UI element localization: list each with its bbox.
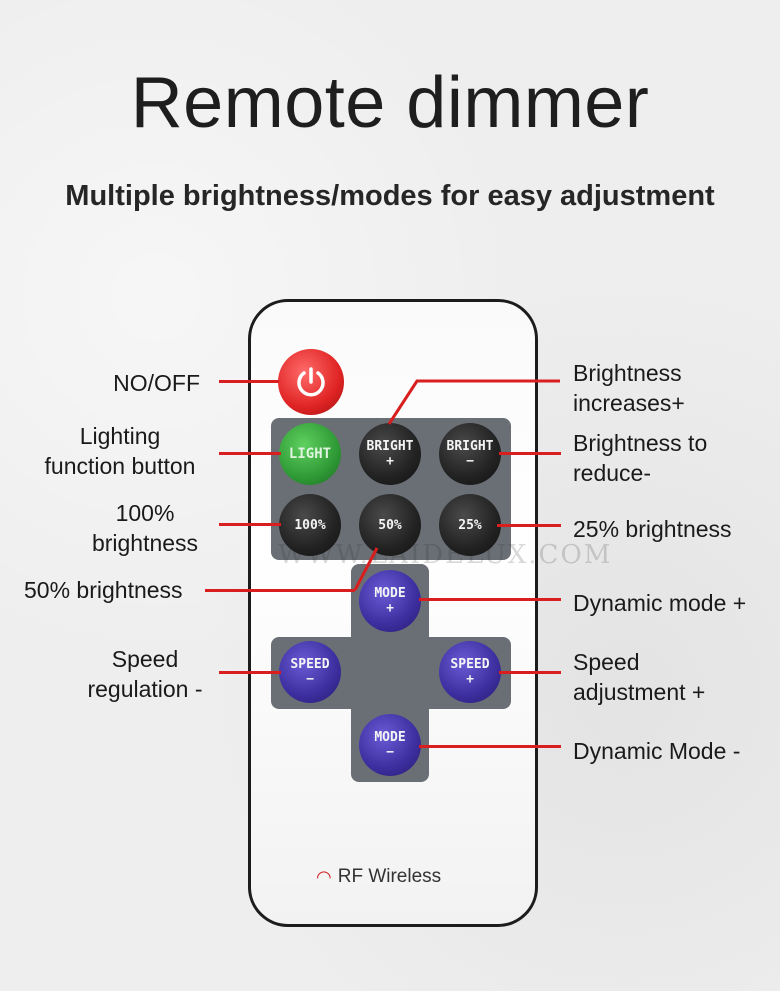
- label-100-line2: brightness: [91, 530, 199, 556]
- brightness-50-label: 50%: [378, 517, 402, 533]
- label-speed-adj-line2: adjustment +: [573, 679, 706, 705]
- label-speed-reg-line1: Speed: [111, 646, 179, 672]
- leader-line-50-horizontal: [205, 589, 355, 592]
- wireless-signal-icon: ◠: [316, 866, 332, 887]
- mode-plus-label: MODE: [374, 586, 406, 601]
- rf-wireless-label: ◠ RF Wireless: [316, 866, 441, 888]
- brightness-25-label: 25%: [458, 517, 482, 533]
- leader-line-lighting: [219, 452, 281, 455]
- label-brightness-reduce: Brightness to reduce-: [573, 428, 763, 488]
- label-bright-red-line2: reduce-: [573, 460, 651, 486]
- label-lighting-line1: Lighting: [79, 423, 161, 449]
- mode-plus-button[interactable]: MODE +: [359, 570, 421, 632]
- label-lighting: Lighting function button: [30, 421, 210, 481]
- leader-line-speed-plus: [499, 671, 561, 674]
- speed-minus-button[interactable]: SPEED −: [279, 641, 341, 703]
- leader-line-bright-reduce: [499, 452, 561, 455]
- label-brightness-increases: Brightness increases+: [573, 358, 753, 418]
- label-speed-reg-line2: regulation -: [87, 676, 203, 702]
- label-speed-adj-line1: Speed: [573, 649, 640, 675]
- brightness-100-label: 100%: [294, 517, 326, 533]
- light-button-label: LIGHT: [288, 445, 332, 462]
- label-on-off: NO/OFF: [113, 370, 200, 396]
- speed-plus-button[interactable]: SPEED +: [439, 641, 501, 703]
- label-50-brightness: 50% brightness: [24, 577, 183, 603]
- speed-plus-sign: +: [466, 672, 474, 687]
- speed-minus-label: SPEED: [290, 657, 330, 672]
- label-bright-red-line1: Brightness to: [573, 430, 708, 456]
- bright-minus-button[interactable]: BRIGHT −: [439, 423, 501, 485]
- leader-line-mode-plus: [419, 598, 561, 601]
- leader-line-speed-minus: [219, 671, 281, 674]
- bright-minus-sign: −: [466, 454, 474, 469]
- brightness-50-button[interactable]: 50%: [359, 494, 421, 556]
- mode-minus-label: MODE: [374, 730, 406, 745]
- bright-plus-button[interactable]: BRIGHT +: [359, 423, 421, 485]
- speed-minus-sign: −: [306, 672, 314, 687]
- bright-minus-label: BRIGHT: [446, 439, 494, 454]
- label-dynamic-mode-plus: Dynamic mode +: [573, 590, 747, 616]
- page-title: Remote dimmer: [130, 63, 650, 143]
- label-bright-inc-line2: increases+: [573, 390, 685, 416]
- mode-plus-sign: +: [386, 601, 394, 616]
- bright-plus-label: BRIGHT: [366, 439, 414, 454]
- label-bright-inc-line1: Brightness: [573, 360, 682, 386]
- label-100-brightness: 100% brightness: [70, 498, 220, 558]
- bright-plus-sign: +: [386, 454, 394, 469]
- label-25-brightness: 25% brightness: [573, 516, 732, 542]
- power-icon: [297, 367, 325, 397]
- mode-minus-button[interactable]: MODE −: [359, 714, 421, 776]
- leader-line-25: [497, 524, 561, 527]
- mode-minus-sign: −: [386, 745, 394, 760]
- leader-line-mode-minus: [419, 745, 561, 748]
- label-100-line1: 100%: [115, 500, 175, 526]
- leader-line-100: [219, 523, 281, 526]
- label-speed-adjustment: Speed adjustment +: [573, 647, 763, 707]
- leader-line-on-off: [219, 380, 279, 383]
- light-button[interactable]: LIGHT: [279, 423, 341, 485]
- label-dynamic-mode-minus: Dynamic Mode -: [573, 738, 741, 764]
- page-subtitle: Multiple brightness/modes for easy adjus…: [65, 180, 715, 212]
- label-lighting-line2: function button: [44, 453, 196, 479]
- brightness-25-button[interactable]: 25%: [439, 494, 501, 556]
- power-button[interactable]: [278, 349, 344, 415]
- speed-plus-label: SPEED: [450, 657, 490, 672]
- label-speed-regulation: Speed regulation -: [70, 644, 220, 704]
- brightness-100-button[interactable]: 100%: [279, 494, 341, 556]
- rf-wireless-text: RF Wireless: [337, 866, 442, 887]
